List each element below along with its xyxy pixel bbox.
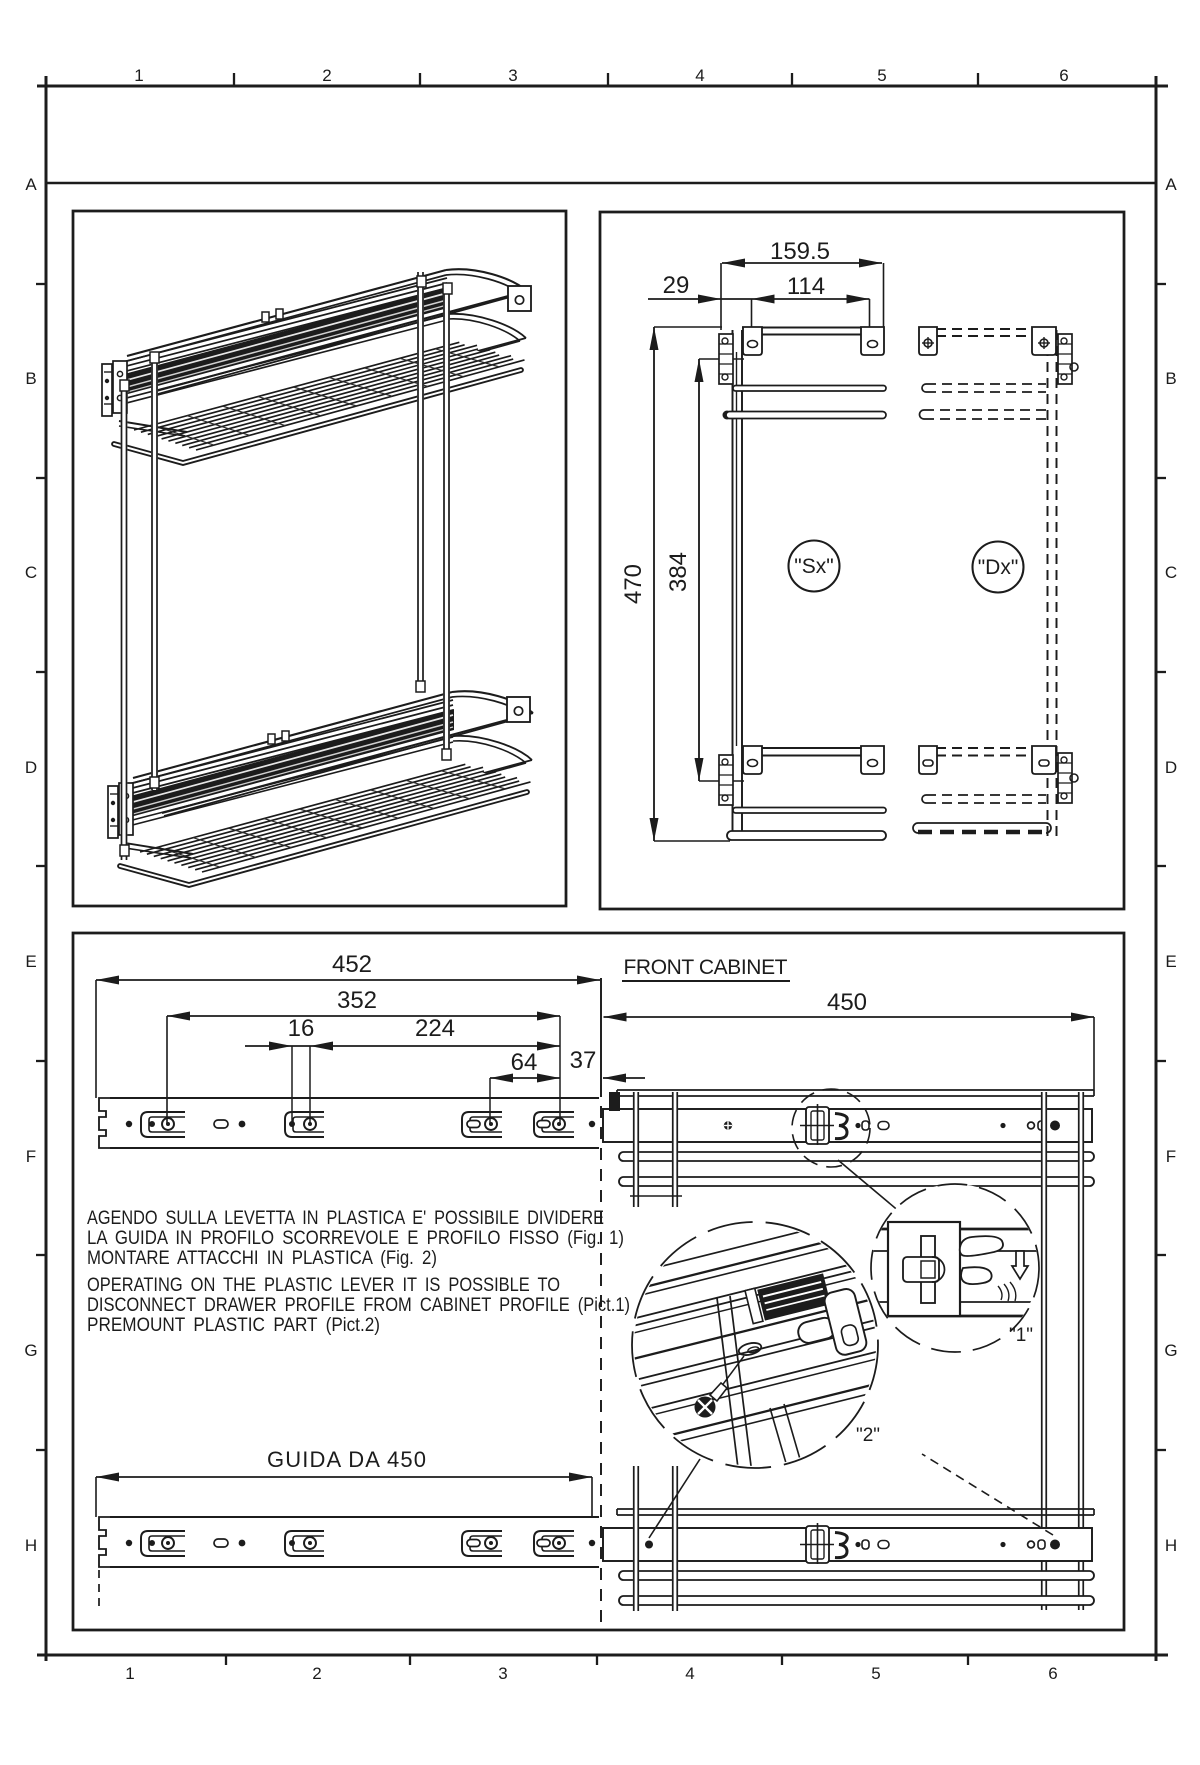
svg-text:GUIDA DA 450: GUIDA DA 450 xyxy=(267,1447,427,1472)
svg-text:470: 470 xyxy=(620,564,647,604)
svg-text:B: B xyxy=(1165,369,1176,388)
svg-text:"2": "2" xyxy=(856,1425,880,1446)
svg-text:E: E xyxy=(25,952,36,971)
svg-text:114: 114 xyxy=(787,273,825,300)
svg-text:FRONT CABINET: FRONT CABINET xyxy=(624,956,789,979)
svg-text:384: 384 xyxy=(665,552,692,592)
svg-text:C: C xyxy=(1165,563,1177,582)
svg-text:4: 4 xyxy=(695,66,704,85)
svg-text:H: H xyxy=(1165,1536,1177,1555)
svg-text:E: E xyxy=(1165,952,1176,971)
svg-text:G: G xyxy=(1164,1341,1177,1360)
svg-text:A: A xyxy=(1165,175,1177,194)
svg-text:3: 3 xyxy=(508,66,517,85)
svg-text:1: 1 xyxy=(134,66,143,85)
svg-text:OPERATING ON THE PLASTIC LEVER: OPERATING ON THE PLASTIC LEVER IT IS POS… xyxy=(87,1275,560,1296)
svg-text:DISCONNECT DRAWER PROFILE FROM: DISCONNECT DRAWER PROFILE FROM CABINET P… xyxy=(87,1295,630,1316)
svg-text:450: 450 xyxy=(827,989,867,1016)
svg-text:LA GUIDA IN PROFILO SCORREVOLE: LA GUIDA IN PROFILO SCORREVOLE E PROFILO… xyxy=(87,1228,624,1249)
svg-text:16: 16 xyxy=(288,1015,315,1042)
svg-text:5: 5 xyxy=(877,66,886,85)
svg-text:352: 352 xyxy=(337,987,377,1014)
svg-text:5: 5 xyxy=(871,1664,880,1683)
svg-text:F: F xyxy=(1166,1147,1176,1166)
svg-text:H: H xyxy=(25,1536,37,1555)
svg-text:452: 452 xyxy=(332,951,372,978)
svg-text:4: 4 xyxy=(685,1664,694,1683)
svg-text:29: 29 xyxy=(663,272,690,299)
svg-text:AGENDO SULLA LEVETTA IN PLASTI: AGENDO SULLA LEVETTA IN PLASTICA E' POSS… xyxy=(87,1208,604,1229)
svg-text:D: D xyxy=(25,758,37,777)
svg-text:"1": "1" xyxy=(1009,1325,1033,1346)
svg-text:1: 1 xyxy=(125,1664,134,1683)
svg-text:6: 6 xyxy=(1048,1664,1057,1683)
svg-text:224: 224 xyxy=(415,1015,455,1042)
svg-text:37: 37 xyxy=(570,1047,597,1074)
svg-text:2: 2 xyxy=(312,1664,321,1683)
svg-text:"Sx": "Sx" xyxy=(794,555,833,578)
svg-text:G: G xyxy=(24,1341,37,1360)
svg-text:PREMOUNT PLASTIC PART (Pict.2): PREMOUNT PLASTIC PART (Pict.2) xyxy=(87,1315,380,1336)
svg-text:D: D xyxy=(1165,758,1177,777)
svg-text:C: C xyxy=(25,563,37,582)
svg-text:159.5: 159.5 xyxy=(770,238,830,265)
svg-text:3: 3 xyxy=(498,1664,507,1683)
svg-text:"Dx": "Dx" xyxy=(978,556,1019,579)
svg-text:6: 6 xyxy=(1059,66,1068,85)
svg-text:B: B xyxy=(25,369,36,388)
svg-text:A: A xyxy=(25,175,37,194)
svg-text:64: 64 xyxy=(511,1049,538,1076)
svg-text:2: 2 xyxy=(322,66,331,85)
svg-text:MONTARE ATTACCHI IN PLASTICA (: MONTARE ATTACCHI IN PLASTICA (Fig. 2) xyxy=(87,1248,437,1269)
svg-text:F: F xyxy=(26,1147,36,1166)
